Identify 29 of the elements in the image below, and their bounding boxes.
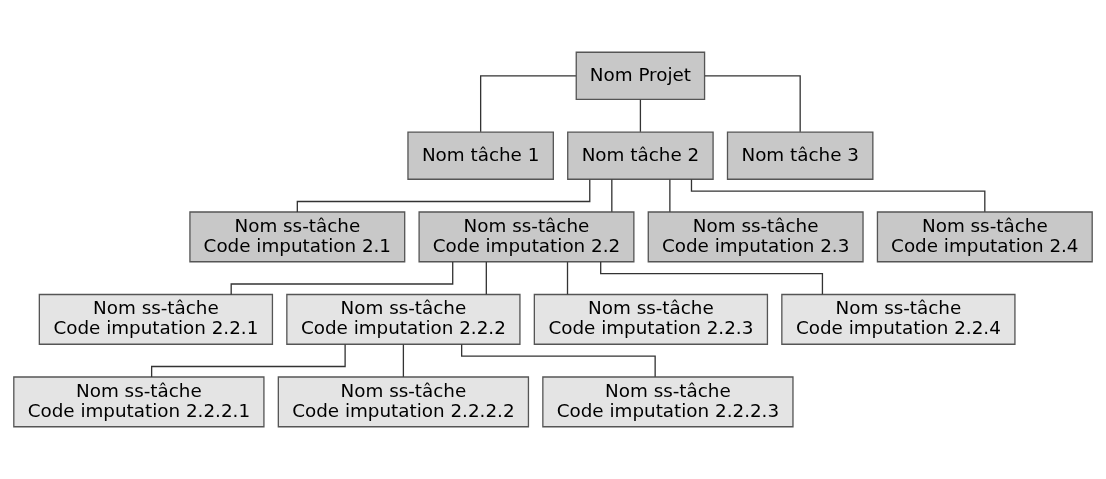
- node-box: Nom ss-tâche Code imputation 2.2.2: [286, 293, 521, 345]
- node-box: Nom ss-tâche Code imputation 2.3: [647, 211, 864, 263]
- node-box: Nom Projet: [575, 51, 706, 101]
- connector: [296, 179, 591, 213]
- connector: [566, 261, 569, 295]
- connector: [461, 343, 656, 378]
- node-box: Nom ss-tâche Code imputation 2.2.2.3: [542, 376, 794, 428]
- node-box: Nom ss-tâche Code imputation 2.2.1: [38, 293, 274, 345]
- node-box: Nom ss-tâche Code imputation 2.2: [418, 211, 635, 263]
- connector: [480, 75, 577, 133]
- node-box: Nom ss-tâche Code imputation 2.2.3: [533, 293, 769, 345]
- node-box: Nom ss-tâche Code imputation 2.1: [189, 211, 406, 263]
- connector: [669, 178, 671, 213]
- connector: [150, 343, 346, 378]
- node-box: Nom ss-tâche Code imputation 2.4: [876, 211, 1093, 263]
- connector: [704, 75, 801, 133]
- connector: [485, 261, 487, 295]
- node-box: Nom tâche 1: [407, 131, 554, 180]
- node-box: Nom tâche 3: [726, 131, 874, 180]
- connector: [230, 261, 454, 296]
- node-box: Nom ss-tâche Code imputation 2.2.2.1: [13, 376, 265, 428]
- connector: [639, 99, 642, 133]
- node-box: Nom tâche 2: [567, 131, 714, 180]
- connector: [611, 178, 613, 213]
- connector: [690, 178, 986, 213]
- node-box: Nom ss-tâche Code imputation 2.2.2.2: [277, 376, 530, 428]
- connector: [600, 261, 824, 295]
- connector: [402, 343, 405, 378]
- node-box: Nom ss-tâche Code imputation 2.2.4: [781, 293, 1016, 345]
